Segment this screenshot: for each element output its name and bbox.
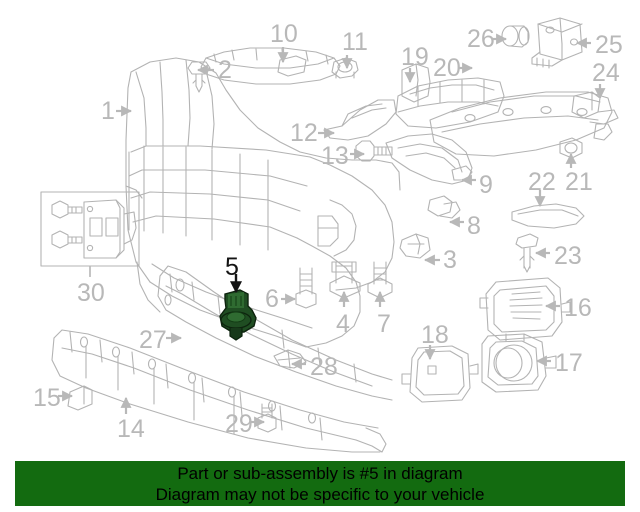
callout-label-15: 15 xyxy=(33,384,61,412)
callout-label-4: 4 xyxy=(336,310,350,338)
part-19-bracket xyxy=(401,63,431,103)
part-3-mounting-bracket xyxy=(399,233,431,259)
callout-label-3: 3 xyxy=(443,246,457,274)
callout-label-21: 21 xyxy=(565,168,593,196)
part-30-bracket-kit-box xyxy=(40,191,140,277)
callout-label-20: 20 xyxy=(433,54,461,82)
part-26-sensor-ring xyxy=(501,25,530,48)
callout-label-26: 26 xyxy=(467,25,495,53)
callout-label-10: 10 xyxy=(270,20,298,48)
callout-label-14: 14 xyxy=(117,415,145,443)
part-29-bolt xyxy=(257,403,277,433)
callout-label-16: 16 xyxy=(564,294,592,322)
part-25-module xyxy=(531,17,583,69)
part-16-grille-insert xyxy=(479,277,571,341)
callout-label-1: 1 xyxy=(101,97,115,125)
callout-label-5: 5 xyxy=(225,253,239,281)
part-17-fog-bezel xyxy=(481,333,557,393)
callout-label-8: 8 xyxy=(467,212,481,240)
part-15-end-cap xyxy=(67,385,93,411)
part-9-reinforcement xyxy=(385,133,473,185)
diagram-notice-banner: Part or sub-assembly is #5 in diagram Di… xyxy=(15,461,625,506)
part-7-bolt xyxy=(367,261,393,299)
callout-label-30: 30 xyxy=(77,279,105,307)
callout-label-29: 29 xyxy=(225,410,253,438)
part-24-corner-bracket xyxy=(571,91,619,125)
callout-label-6: 6 xyxy=(265,285,279,313)
part-bumper-cover xyxy=(125,57,401,348)
callout-label-7: 7 xyxy=(377,310,391,338)
callout-label-18: 18 xyxy=(421,321,449,349)
callout-label-25: 25 xyxy=(595,31,623,59)
callout-label-23: 23 xyxy=(554,242,582,270)
callout-label-9: 9 xyxy=(479,171,493,199)
part-20-support-bar xyxy=(395,77,613,157)
banner-line-1: Part or sub-assembly is #5 in diagram xyxy=(177,463,463,483)
callout-label-11: 11 xyxy=(342,28,368,56)
part-28-retainer xyxy=(273,349,307,369)
callout-label-27: 27 xyxy=(139,326,167,354)
callout-label-28: 28 xyxy=(310,353,338,381)
callout-label-19: 19 xyxy=(401,43,429,71)
callout-label-17: 17 xyxy=(555,349,583,377)
part-10-upper-tie-bar xyxy=(200,47,341,85)
part-23-rivet xyxy=(515,233,539,273)
callout-label-13: 13 xyxy=(321,142,349,170)
callout-label-12: 12 xyxy=(290,119,318,147)
callout-label-24: 24 xyxy=(592,59,620,87)
part-8-clip-bracket xyxy=(427,195,461,219)
part-14-lower-valance xyxy=(51,329,387,453)
callout-label-22: 22 xyxy=(528,168,556,196)
banner-line-2: Diagram may not be specific to your vehi… xyxy=(155,484,485,504)
callout-label-2: 2 xyxy=(218,56,232,84)
